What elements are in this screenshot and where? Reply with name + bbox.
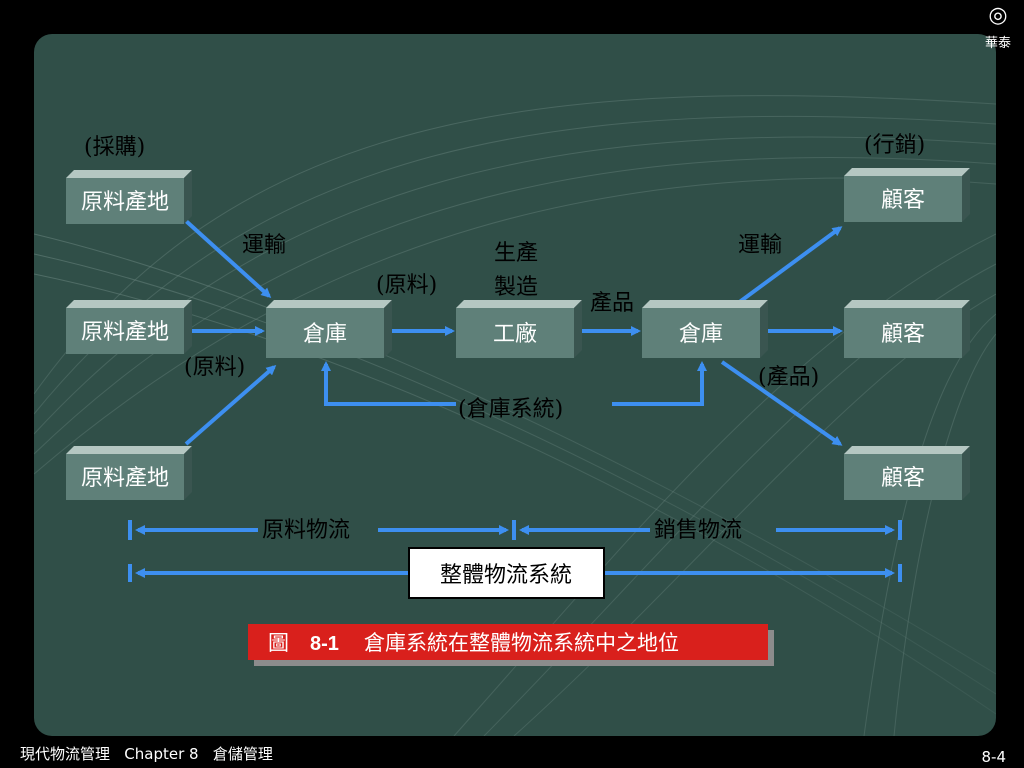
brand-name: 華泰: [984, 36, 1011, 51]
label-procurement: (採購): [84, 135, 145, 160]
node-customer2-label: 顧客: [881, 322, 925, 347]
label-sales-logistics: 銷售物流: [654, 518, 742, 543]
node-factory: 工廠: [456, 300, 582, 358]
arrow-system-to-warehouse-in: [321, 361, 456, 406]
node-customer1: 顧客: [844, 168, 970, 222]
arrow-system-to-warehouse-out: [612, 361, 707, 406]
concentric-circle-logo-icon: ◎: [988, 3, 1008, 28]
node-customer2: 顧客: [844, 300, 970, 358]
node-raw2: 原料產地: [66, 300, 192, 354]
label-warehouse-system: (倉庫系統): [458, 397, 563, 422]
label-raw-material-bottom: (原料): [184, 355, 245, 380]
label-total-logistics: 整體物流系統: [440, 563, 572, 588]
node-customer1-label: 顧客: [881, 188, 925, 213]
node-raw3: 原料產地: [66, 446, 192, 500]
figure-caption: 圖 8-1 倉庫系統在整體物流系統中之地位: [248, 624, 774, 666]
caption-number: 8-1: [310, 633, 339, 655]
node-warehouse-out-label: 倉庫: [679, 322, 723, 347]
arrow-warehouse-to-customer3: [720, 360, 843, 446]
footer-page-number: 8-4: [981, 748, 1007, 766]
label-raw-logistics: 原料物流: [262, 518, 350, 543]
logistics-diagram: 原料產地 原料產地 原料產地 倉庫 工廠: [34, 95, 996, 736]
brand-logo: ◎ 華泰: [978, 3, 1018, 52]
node-warehouse-in-label: 倉庫: [303, 322, 347, 347]
label-product-top: 產品: [590, 291, 634, 316]
node-customer3: 顧客: [844, 446, 970, 500]
caption-prefix: 圖: [268, 631, 289, 655]
node-raw3-label: 原料產地: [81, 466, 169, 491]
arrow-raw3-to-warehouse: [184, 365, 277, 446]
total-logistics-box: 整體物流系統: [408, 547, 605, 599]
slide-panel: 原料產地 原料產地 原料產地 倉庫 工廠: [34, 34, 996, 736]
label-transport-right: 運輸: [738, 233, 782, 258]
node-factory-label: 工廠: [493, 322, 537, 347]
label-product-bottom: (產品): [758, 365, 819, 390]
node-raw1-label: 原料產地: [81, 190, 169, 215]
caption-text: 倉庫系統在整體物流系統中之地位: [364, 631, 679, 655]
label-transport-left: 運輸: [242, 233, 286, 258]
arrow-raw1-to-warehouse: [184, 219, 272, 299]
footer-course: 現代物流管理 Chapter 8 倉儲管理: [20, 745, 273, 763]
arrow-warehouse-to-customer1: [728, 226, 843, 311]
node-warehouse-in: 倉庫: [266, 300, 392, 358]
label-marketing: (行銷): [864, 133, 925, 158]
node-customer3-label: 顧客: [881, 466, 925, 491]
node-raw1: 原料產地: [66, 170, 192, 224]
label-production-line1: 生產: [494, 241, 538, 266]
flow-arrows: [128, 219, 902, 582]
node-warehouse-out: 倉庫: [642, 300, 768, 358]
label-raw-material-top: (原料): [376, 273, 437, 298]
node-raw2-label: 原料產地: [81, 320, 169, 345]
label-production-line2: 製造: [494, 275, 538, 300]
